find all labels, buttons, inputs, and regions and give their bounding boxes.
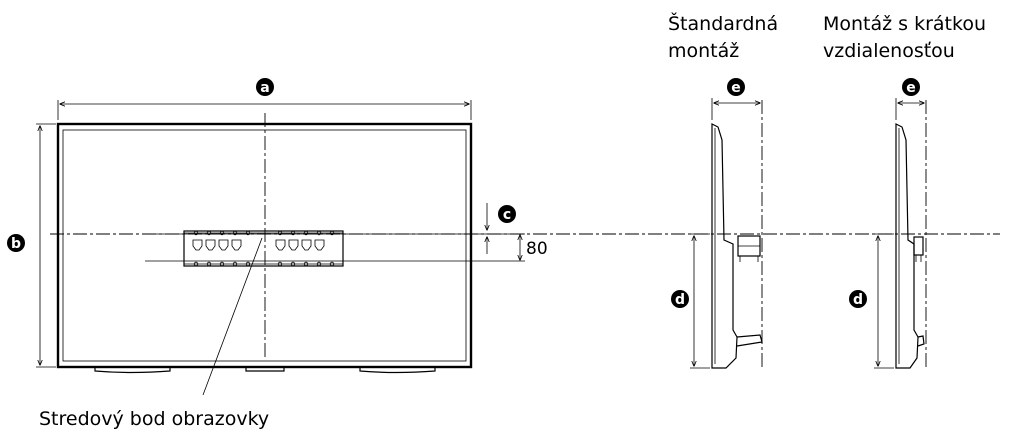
short-badge-e-letter: e <box>906 80 916 96</box>
short-mount-title-line1: Montáž s krátkou <box>823 13 986 35</box>
badge-b <box>7 234 25 252</box>
badge-a-letter: a <box>260 80 269 96</box>
badge-c-letter: c <box>503 207 511 223</box>
short-badge-d <box>849 290 867 308</box>
bracket-plate <box>183 230 344 267</box>
badge-a <box>256 78 274 96</box>
standard-badge-e-letter: e <box>731 80 741 96</box>
screen-center-callout: Stredový bod obrazovky <box>39 237 269 430</box>
tv-foot-right <box>359 367 436 374</box>
short-tv-profile <box>895 123 919 369</box>
bracket-bottom-holes <box>193 261 335 267</box>
short-badge-e <box>902 78 920 96</box>
bracket-top-holes <box>193 230 335 236</box>
dimension-80-label: 80 <box>526 239 548 259</box>
short-wall-bracket <box>913 236 924 256</box>
tv-front-view <box>56 113 473 374</box>
badge-b-letter: b <box>11 236 21 252</box>
tv-outer-frame <box>56 122 473 369</box>
dimension-80: 80 <box>520 235 548 260</box>
mount-bracket-front <box>183 230 344 267</box>
short-mount-title-line2: vzdialenosťou <box>823 40 955 62</box>
tv-screen-area <box>62 129 467 362</box>
badge-c <box>498 205 516 223</box>
side-view-short-distance: Montáž s krátkou vzdialenosťou e d <box>823 13 986 370</box>
standard-badge-d-letter: d <box>675 292 685 308</box>
dimension-c: c <box>487 203 516 254</box>
screen-center-label: Stredový bod obrazovky <box>39 408 269 430</box>
tv-foot-left <box>94 367 171 374</box>
standard-badge-d <box>671 290 689 308</box>
short-badge-d-letter: d <box>853 292 863 308</box>
standard-mount-title-line2: montáž <box>668 40 739 62</box>
dimension-b: b <box>7 123 56 368</box>
standard-badge-e <box>727 78 745 96</box>
tv-foot-center <box>245 367 285 372</box>
standard-tv-profile <box>711 123 738 369</box>
bracket-hook-slots <box>192 239 325 251</box>
dimension-a: a <box>57 78 472 120</box>
standard-mount-title-line1: Štandardná <box>668 11 778 35</box>
side-view-standard: Štandardná montáž e d <box>668 11 778 370</box>
